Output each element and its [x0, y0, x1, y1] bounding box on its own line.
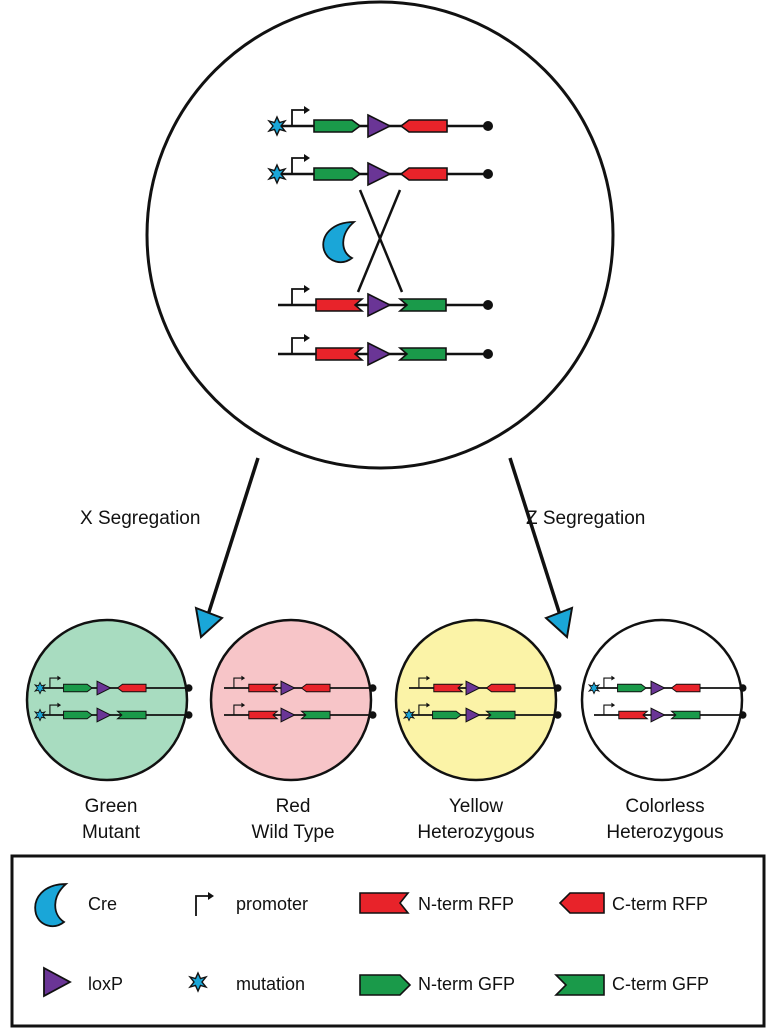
construct-wildtype-1	[278, 284, 493, 317]
construct-mutant-1	[268, 105, 493, 138]
n-term-gfp	[313, 167, 361, 181]
n-term-gfp-icon	[359, 974, 412, 996]
outcome-1-line2: Mutant	[82, 822, 141, 843]
c-term-rfp	[400, 119, 448, 133]
n-term-rfp	[315, 347, 363, 361]
cre-icon	[34, 883, 69, 928]
outcome-2-line1: Red	[276, 796, 311, 817]
right-arrow-shaft	[508, 457, 562, 616]
c-term-gfp	[399, 347, 447, 361]
loxp-icon	[43, 966, 72, 998]
right-arrow-head	[544, 606, 574, 639]
outcome-colorless-heterozygous	[580, 618, 747, 782]
legend-promoter: promoter	[236, 894, 308, 914]
c-term-rfp	[400, 167, 448, 181]
outcome-yellow-heterozygous	[394, 618, 562, 782]
outcome-4-line1: Colorless	[625, 796, 704, 817]
outcome-1-line1: Green	[85, 796, 138, 817]
left-arrow-head	[194, 606, 224, 639]
outcome-4-line2: Heterozygous	[606, 822, 723, 843]
legend-loxp: loxP	[88, 974, 123, 994]
z-segregation-label: Z Segregation	[526, 508, 645, 529]
cre-icon	[322, 221, 357, 264]
outcome-3-line1: Yellow	[449, 796, 504, 817]
crossover-line	[358, 189, 404, 293]
c-term-gfp	[399, 298, 447, 312]
legend-box	[10, 854, 766, 1028]
legend-cterm-rfp: C-term RFP	[612, 894, 708, 914]
legend-cterm-gfp: C-term GFP	[612, 974, 709, 994]
outcome-green-mutant	[25, 618, 193, 782]
outcome-2-line2: Wild Type	[251, 822, 334, 843]
x-segregation-label: X Segregation	[80, 508, 200, 529]
n-term-rfp-icon	[359, 892, 410, 914]
outcome-3-line2: Heterozygous	[417, 822, 534, 843]
c-term-rfp-icon	[558, 892, 605, 914]
promoter-icon	[195, 892, 214, 916]
cell-circle	[145, 0, 615, 470]
legend-cre: Cre	[88, 894, 117, 914]
n-term-gfp	[313, 119, 361, 133]
left-arrow-shaft	[206, 457, 260, 616]
construct-wildtype-2	[278, 333, 493, 366]
legend-nterm-gfp: N-term GFP	[418, 974, 515, 994]
outcome-red-wild-type	[209, 618, 377, 782]
construct-mutant-2	[268, 153, 493, 186]
legend-mutation: mutation	[236, 974, 305, 994]
crossover-line	[356, 189, 402, 293]
legend-nterm-rfp: N-term RFP	[418, 894, 514, 914]
c-term-gfp-icon	[554, 974, 605, 996]
n-term-rfp	[315, 298, 363, 312]
